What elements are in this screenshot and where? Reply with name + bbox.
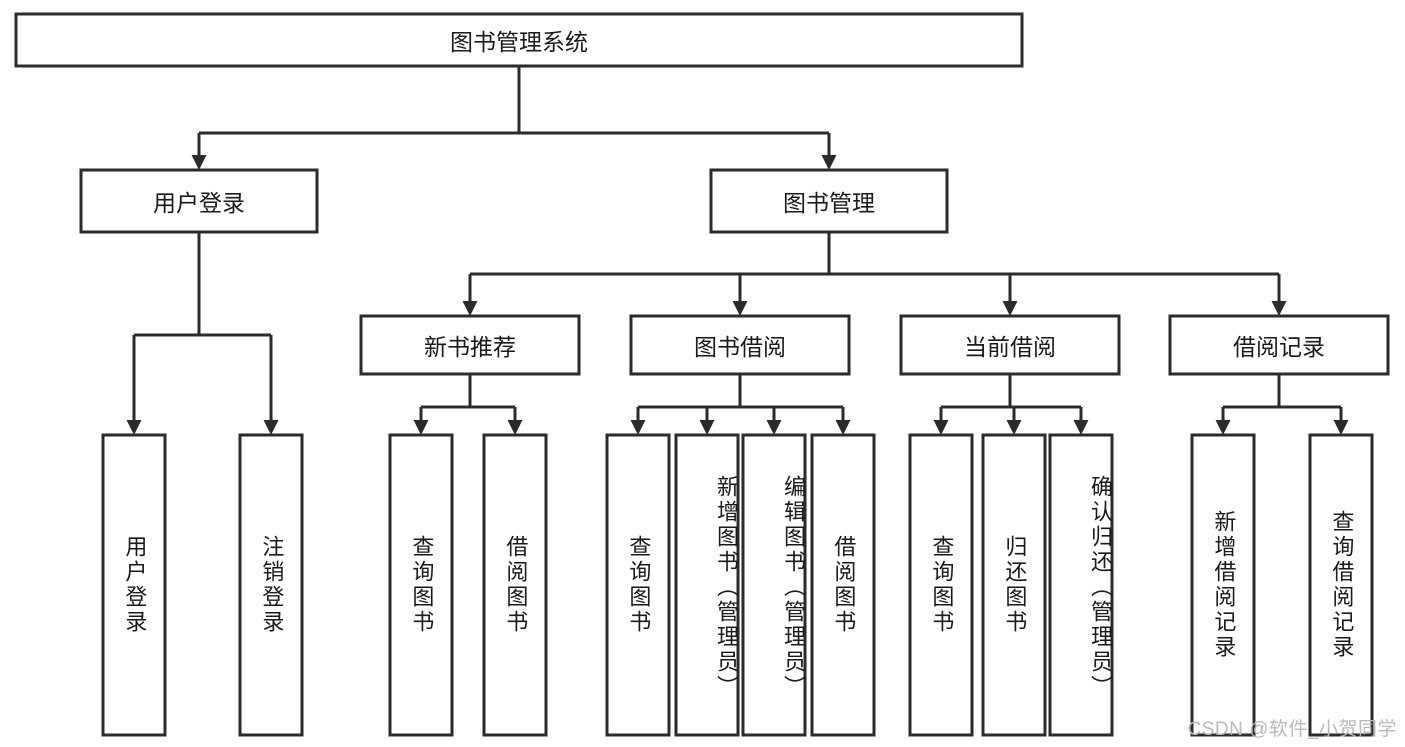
arrowhead-leaf-return-book [1006,420,1022,435]
arrowhead-leaf-confirm-return [1073,420,1089,435]
arrowhead-leaf-query-book-rec [413,420,429,435]
watermark: CSDN @软件_小贺同学 [1187,719,1397,740]
connector-layer [126,66,1349,435]
node-box-leaf-borrow-book[interactable] [810,433,876,737]
arrowhead-leaf-borrow-book-rec [507,420,523,435]
arrowhead-leaf-edit-book [766,420,782,435]
arrowhead-borrow-record [1271,301,1287,316]
node-box-leaf-borrow-book-rec[interactable] [482,433,548,737]
node-box-borrow-record[interactable] [1168,314,1390,376]
arrowhead-leaf-query-book-borrow [630,420,646,435]
node-box-leaf-add-record[interactable] [1190,433,1256,737]
node-box-leaf-edit-book[interactable] [741,433,807,737]
node-box-leaf-confirm-return[interactable] [1048,433,1114,737]
node-box-leaf-return-book[interactable] [981,433,1047,737]
node-box-user-login[interactable] [79,168,319,234]
arrowhead-leaf-add-record [1215,420,1231,435]
node-box-new-book-rec[interactable] [359,314,581,376]
arrowhead-leaf-logout [263,420,279,435]
node-box-leaf-query-record[interactable] [1308,433,1374,737]
arrowhead-user-login [191,155,207,170]
arrowhead-leaf-borrow-book [835,420,851,435]
arrowhead-leaf-query-book-current [933,420,949,435]
node-box-root[interactable] [14,12,1024,68]
arrowhead-book-borrow [732,301,748,316]
node-box-layer [14,12,1390,737]
node-box-book-borrow[interactable] [629,314,851,376]
node-box-leaf-add-book[interactable] [674,433,740,737]
node-box-leaf-user-login[interactable] [101,433,167,737]
node-box-leaf-query-book-rec[interactable] [388,433,454,737]
arrowhead-leaf-add-book [699,420,715,435]
arrowhead-current-borrow [1002,301,1018,316]
arrowhead-leaf-user-login [126,420,142,435]
node-box-leaf-query-book-current[interactable] [908,433,974,737]
node-box-leaf-logout[interactable] [238,433,304,737]
arrowhead-leaf-query-record [1333,420,1349,435]
arrowhead-book-manage [821,155,837,170]
node-box-book-manage[interactable] [709,168,949,234]
node-box-leaf-query-book-borrow[interactable] [605,433,671,737]
arrowhead-new-book-rec [462,301,478,316]
node-box-current-borrow[interactable] [899,314,1121,376]
